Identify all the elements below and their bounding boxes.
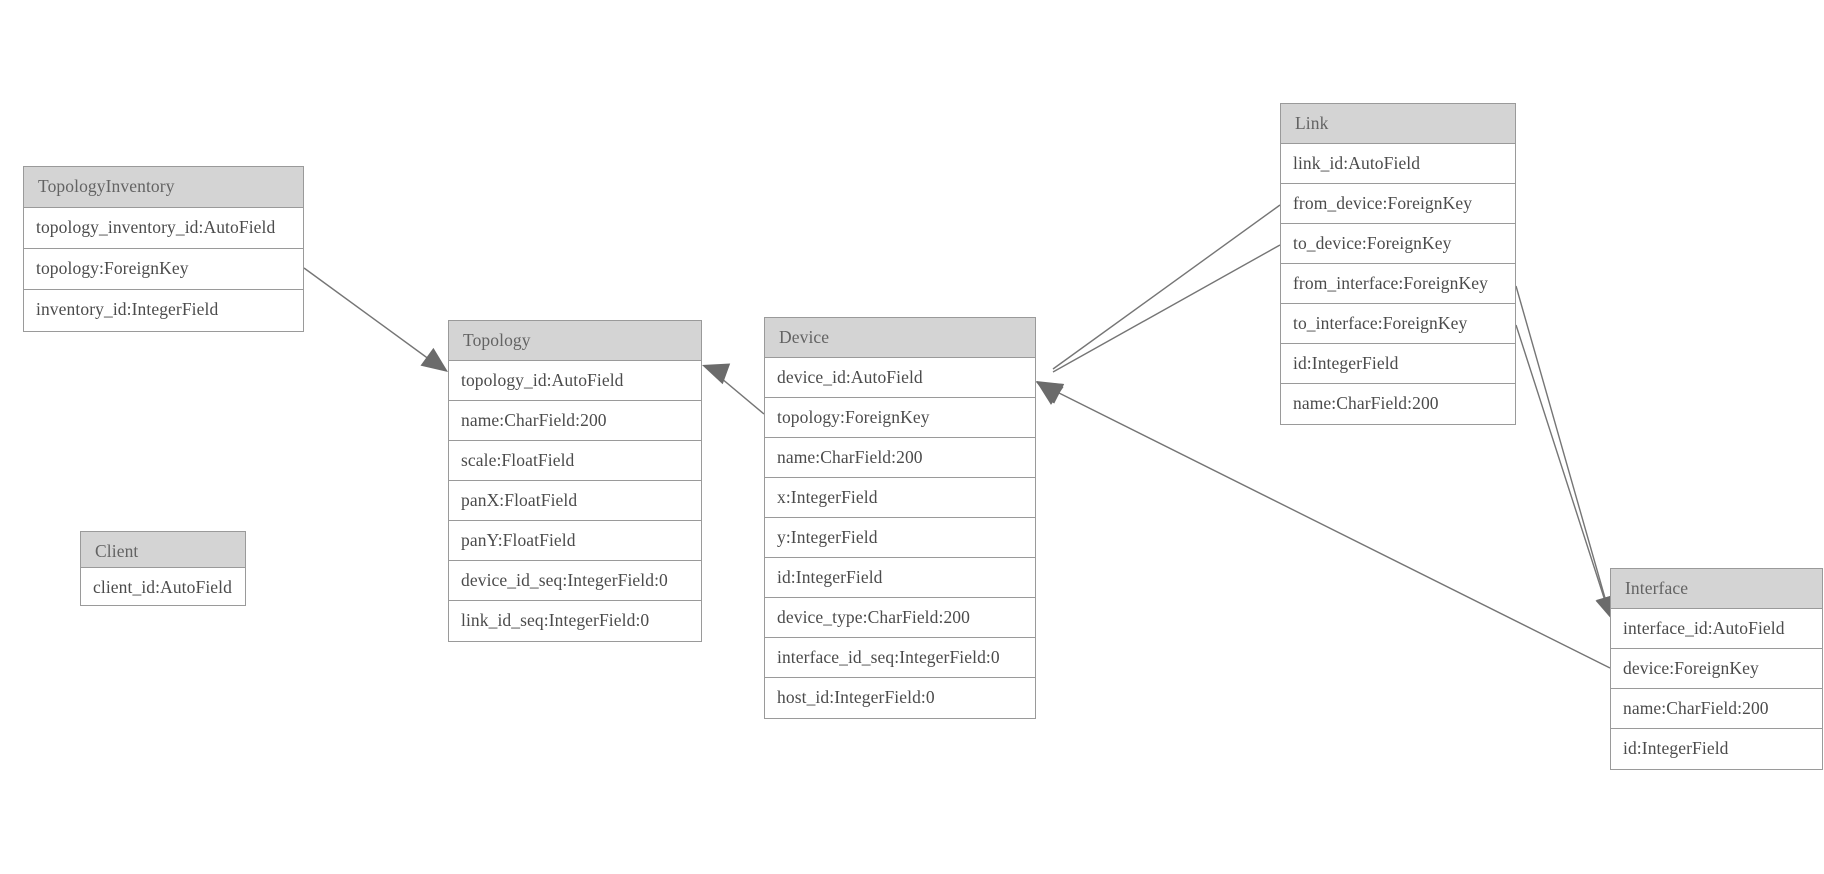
relation-line (1052, 389, 1611, 669)
entity-field-row[interactable]: device:ForeignKey (1611, 649, 1822, 689)
relation-line (1515, 324, 1608, 608)
entity-field-row[interactable]: device_id:AutoField (765, 358, 1035, 398)
relation-line (1052, 204, 1281, 370)
relation-arrowhead (702, 363, 731, 385)
entity-field-row[interactable]: interface_id:AutoField (1611, 609, 1822, 649)
entity-field-row[interactable]: name:CharField:200 (1611, 689, 1822, 729)
entity-field-row[interactable]: link_id_seq:IntegerField:0 (449, 601, 701, 641)
entity-field-row[interactable]: id:IntegerField (1281, 344, 1515, 384)
entity-field-row[interactable]: device_type:CharField:200 (765, 598, 1035, 638)
entity-field-row[interactable]: to_interface:ForeignKey (1281, 304, 1515, 344)
entity-title-topology: Topology (449, 321, 701, 361)
entity-field-row[interactable]: to_device:ForeignKey (1281, 224, 1515, 264)
entity-field-row[interactable]: topology:ForeignKey (765, 398, 1035, 438)
entity-field-row[interactable]: inventory_id:IntegerField (24, 290, 303, 331)
entity-field-row[interactable]: topology_inventory_id:AutoField (24, 208, 303, 249)
entity-field-row[interactable]: id:IntegerField (765, 558, 1035, 598)
relation-topologyinventory-topology (303, 267, 448, 372)
relation-link-from-interface (1515, 285, 1618, 622)
entity-title-client: Client (81, 532, 245, 568)
entity-title-device: Device (765, 318, 1035, 358)
entity-title-link: Link (1281, 104, 1515, 144)
entity-field-row[interactable]: name:CharField:200 (1281, 384, 1515, 424)
entity-field-row[interactable]: y:IntegerField (765, 518, 1035, 558)
entity-field-row[interactable]: from_device:ForeignKey (1281, 184, 1515, 224)
relation-line (303, 267, 438, 366)
relation-link-to-interface (1515, 324, 1617, 622)
entity-field-row[interactable]: host_id:IntegerField:0 (765, 678, 1035, 718)
entity-field-row[interactable]: topology:ForeignKey (24, 249, 303, 290)
entity-field-row[interactable]: name:CharField:200 (765, 438, 1035, 478)
entity-field-row[interactable]: id:IntegerField (1611, 729, 1822, 769)
entity-field-row[interactable]: name:CharField:200 (449, 401, 701, 441)
relation-device-topology (702, 363, 765, 415)
entity-title-interface: Interface (1611, 569, 1822, 609)
entity-field-row[interactable]: device_id_seq:IntegerField:0 (449, 561, 701, 601)
entity-field-row[interactable]: interface_id_seq:IntegerField:0 (765, 638, 1035, 678)
entity-field-row[interactable]: client_id:AutoField (81, 568, 245, 605)
relation-line (714, 372, 765, 415)
entity-title-topology-inventory: TopologyInventory (24, 167, 303, 208)
entity-field-row[interactable]: panX:FloatField (449, 481, 701, 521)
entity-field-row[interactable]: panY:FloatField (449, 521, 701, 561)
entity-field-row[interactable]: topology_id:AutoField (449, 361, 701, 401)
entity-field-row[interactable]: scale:FloatField (449, 441, 701, 481)
relation-line (1515, 285, 1608, 606)
entity-field-row[interactable]: link_id:AutoField (1281, 144, 1515, 184)
entity-field-row[interactable]: from_interface:ForeignKey (1281, 264, 1515, 304)
relation-line (1052, 244, 1281, 373)
relation-link-to-device (1036, 244, 1281, 404)
relation-link-from-device (1036, 204, 1281, 405)
entity-field-row[interactable]: x:IntegerField (765, 478, 1035, 518)
